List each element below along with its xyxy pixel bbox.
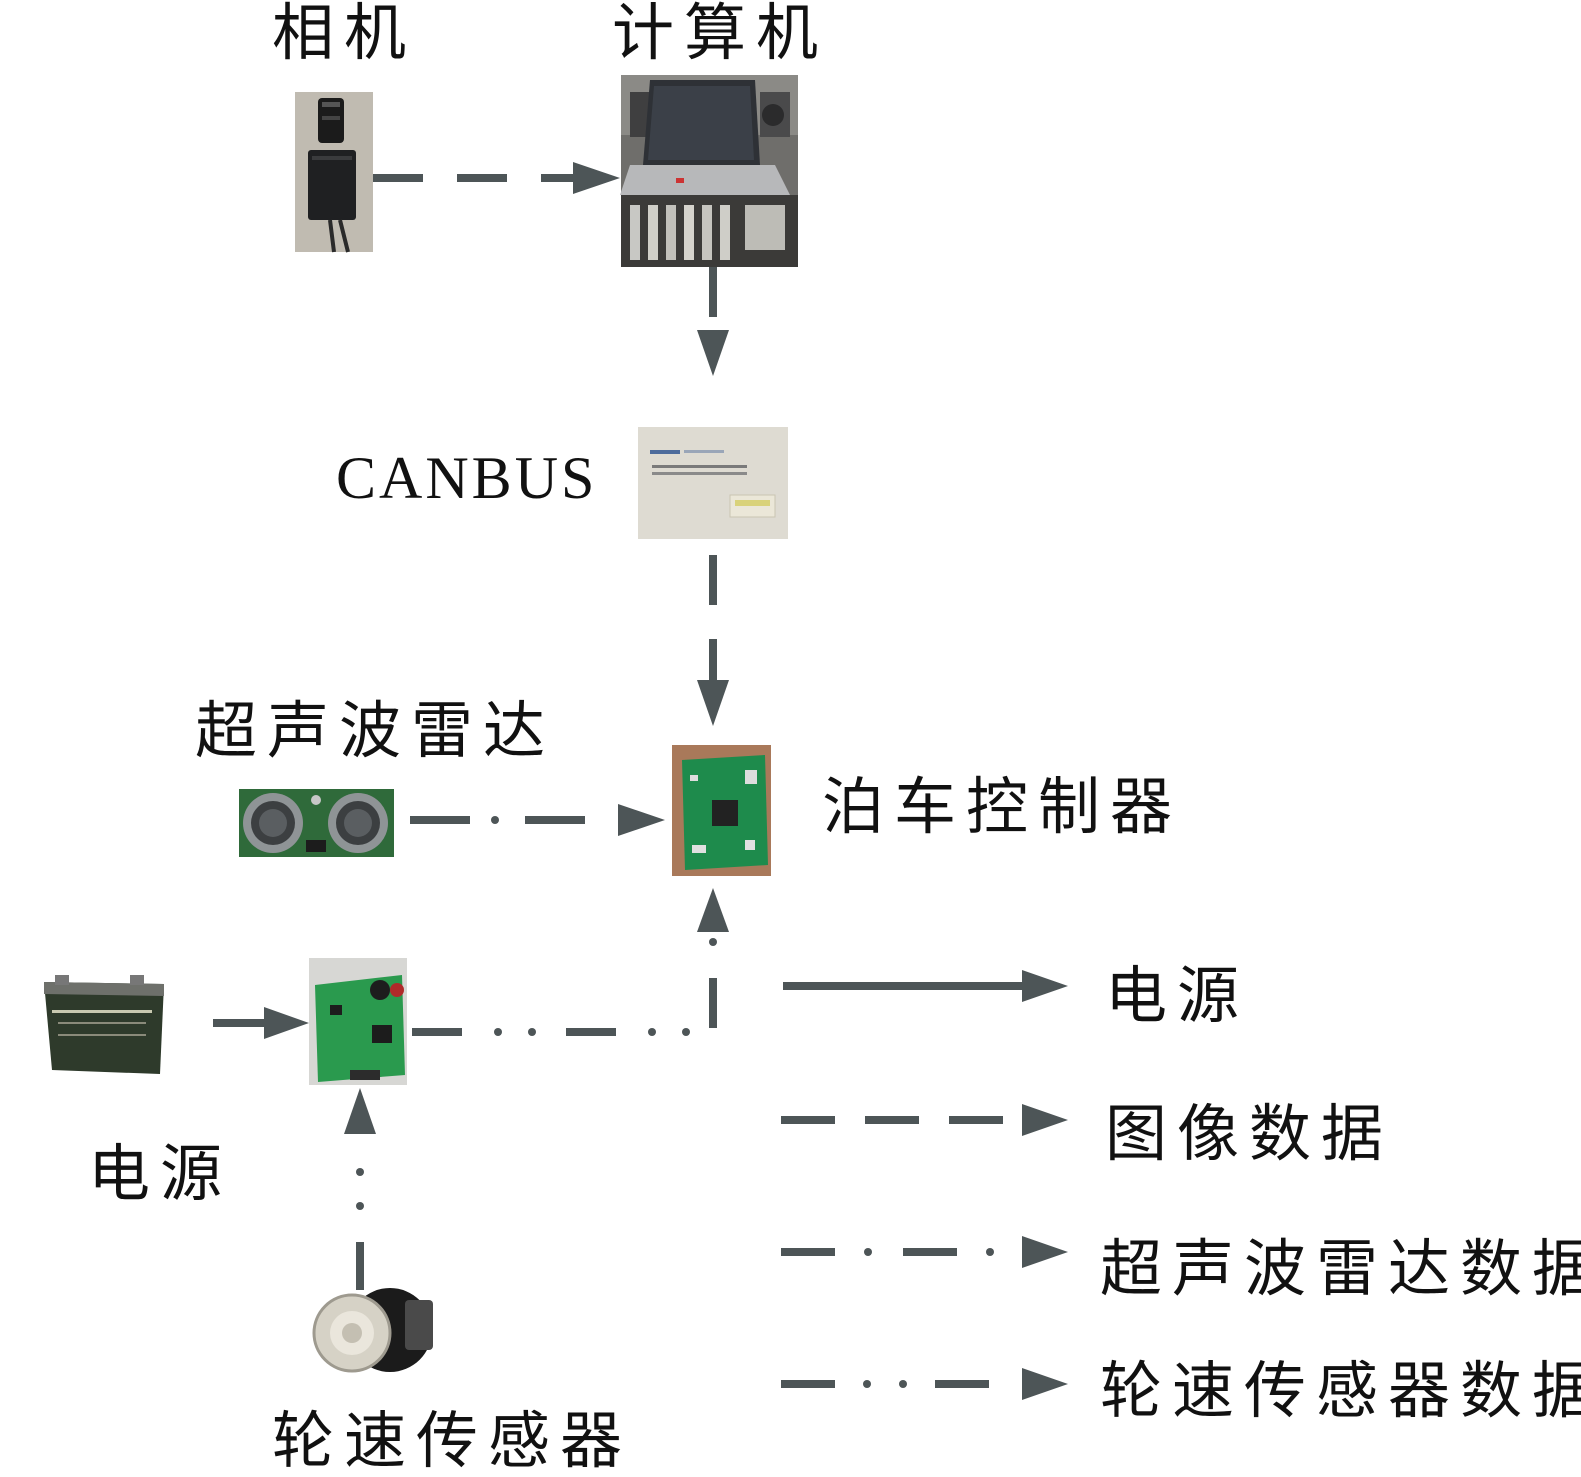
legend-power-label: 电源 [1105, 959, 1250, 1032]
encoder-photo [310, 1283, 445, 1393]
computer-photo [620, 75, 798, 267]
ultrasonic-label: 超声波雷达 [195, 694, 556, 767]
legend-wheel-sensor-data-label: 轮速传感器数据 [1100, 1354, 1581, 1427]
edge-camera-to-computer [373, 162, 620, 194]
battery-photo [44, 975, 164, 1074]
edge-ultrasonic-to-controller [410, 804, 665, 836]
edge-canbus-to-controller [697, 555, 729, 726]
legend-dash-dot-line [781, 1236, 1068, 1268]
computer-label: 计算机 [612, 0, 829, 69]
controller-photo [672, 745, 771, 876]
edge-power-board-to-controller [412, 888, 729, 1036]
camera-label: 相机 [272, 0, 417, 69]
legend-dash-dot-dot-line [781, 1368, 1068, 1400]
legend-image-data-label: 图像数据 [1105, 1097, 1394, 1170]
edge-battery-to-power-board [213, 1007, 309, 1039]
legend-ultrasonic-data-label: 超声波雷达数据 [1100, 1232, 1581, 1305]
legend-solid-line [783, 970, 1068, 1002]
legend-dashed-line [781, 1104, 1068, 1136]
edge-computer-to-canbus [697, 267, 729, 376]
ultrasonic-photo [239, 789, 394, 857]
power-label: 电源 [88, 1137, 233, 1210]
wheel-sensor-label: 轮速传感器 [272, 1404, 633, 1477]
controller-label: 泊车控制器 [822, 770, 1183, 843]
power-board-photo [309, 958, 407, 1085]
canbus-photo [638, 427, 788, 539]
camera-photo [295, 92, 373, 253]
canbus-label: CANBUS [336, 445, 598, 511]
edge-encoder-to-power-board [344, 1088, 376, 1290]
